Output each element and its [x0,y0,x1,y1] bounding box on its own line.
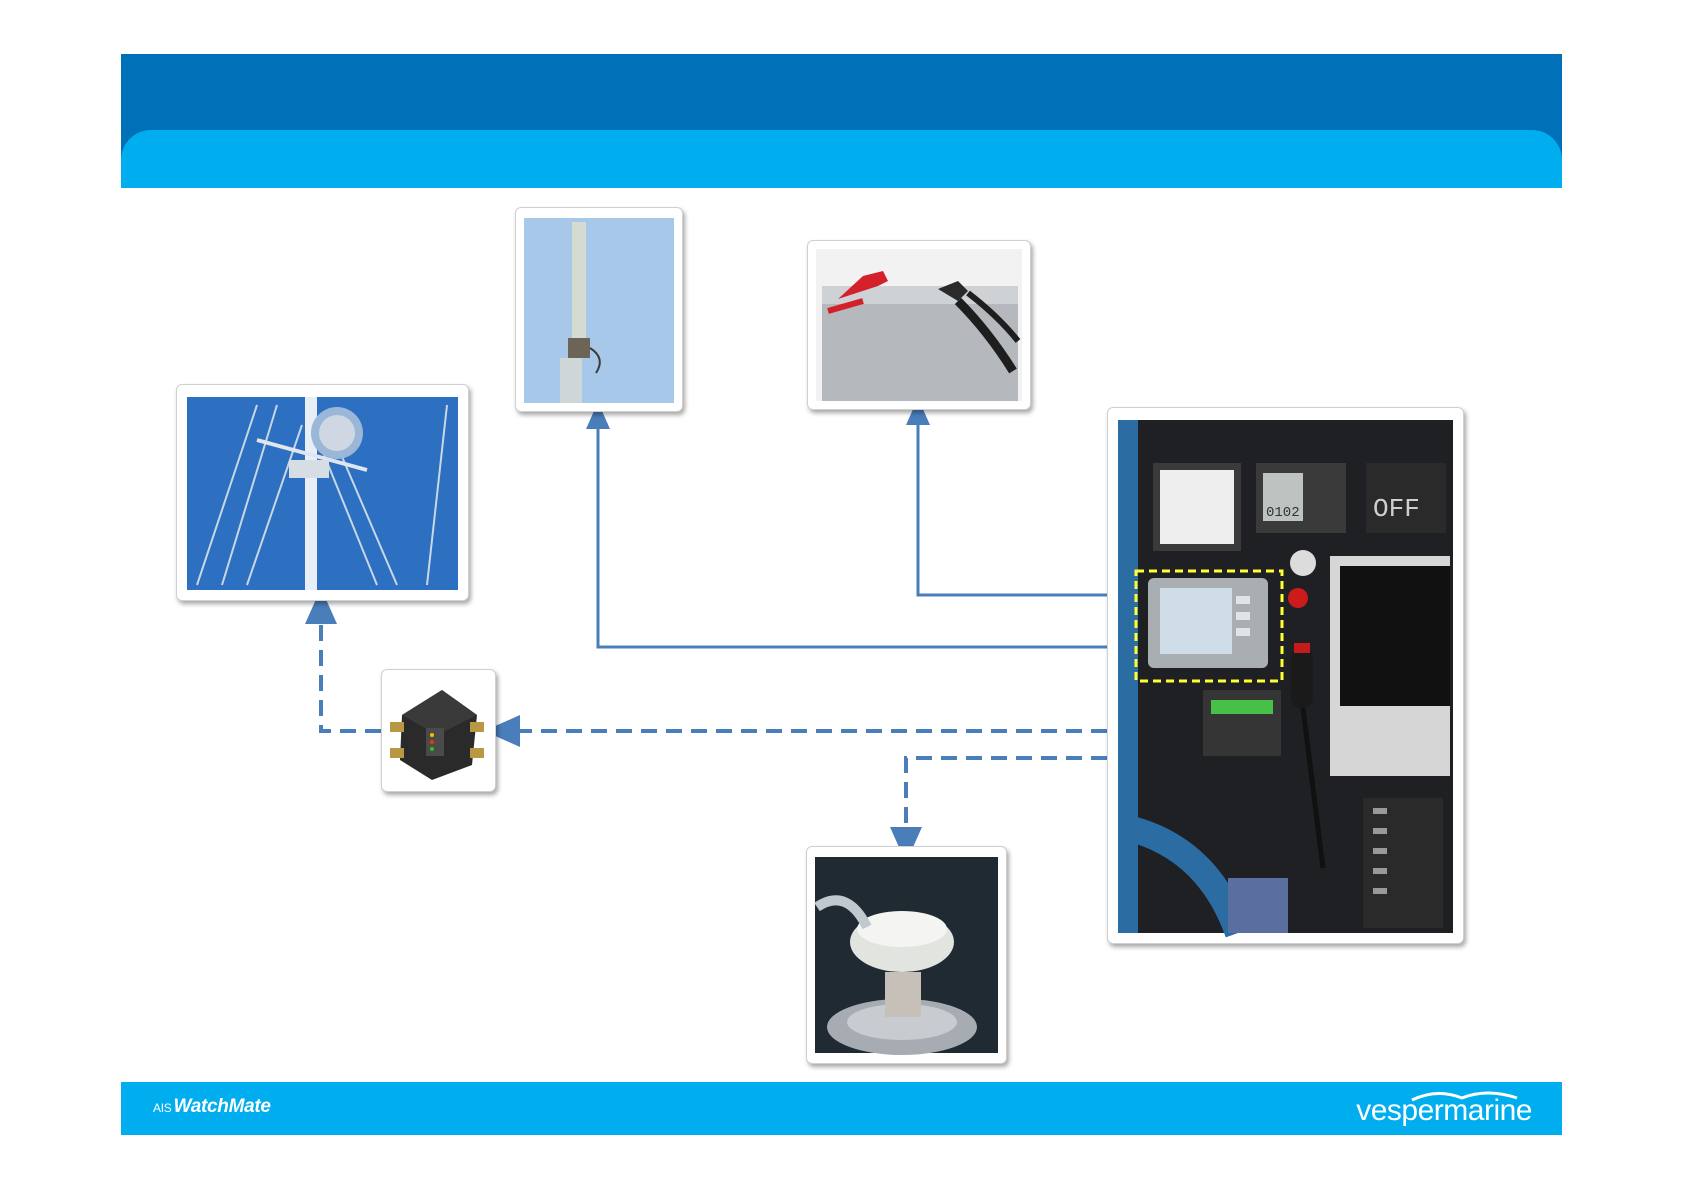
masthead-vhf-antenna-icon [177,385,468,600]
navigation-panel-photo: 0102 OFF [1107,407,1464,944]
battery-terminals-icon [808,241,1030,409]
line-panel-to-gps [906,758,1107,847]
line-panel-to-battery [918,410,1107,595]
logo-name: WatchMate [173,1096,270,1117]
battery-photo [807,240,1031,410]
logo-wordmark: vespermarine [1356,1094,1532,1128]
logo-prefix: AIS [153,1101,171,1115]
gps-antenna-photo [806,846,1007,1064]
masthead-antenna-photo [176,384,469,601]
navigation-panel-icon: 0102 OFF [1108,408,1463,943]
line-splitter-to-mast [321,604,381,731]
whip-antenna-icon [516,208,682,411]
lcd-off-readout: OFF [1373,494,1420,524]
vesper-marine-logo: vespermarine [1302,1086,1532,1132]
splitter-photo [381,669,496,792]
whip-antenna-photo [515,207,683,412]
gps-antenna-icon [807,847,1006,1063]
lcd-readout: 0102 [1266,505,1300,521]
antenna-splitter-icon [382,670,495,791]
line-panel-to-whip [598,414,1107,647]
